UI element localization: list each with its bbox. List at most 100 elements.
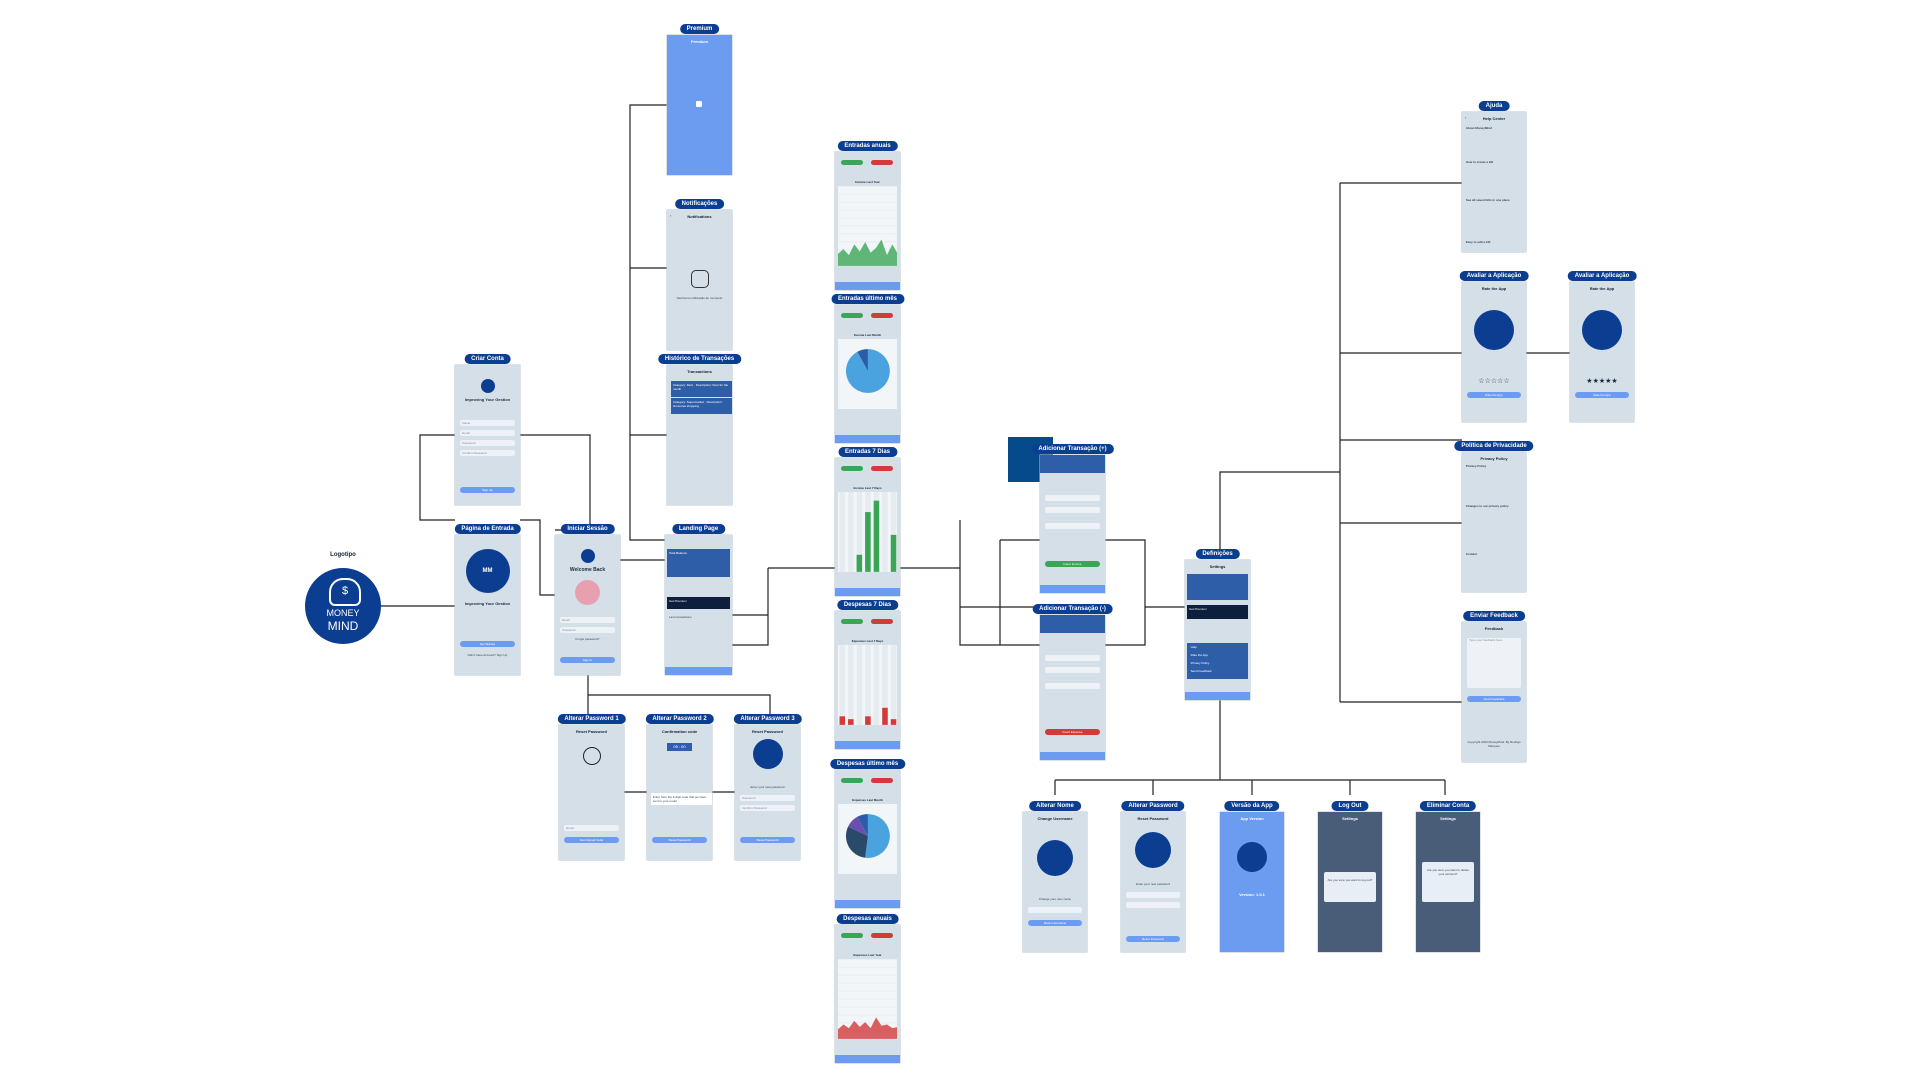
confirm-password-field[interactable]: Confirm Password (460, 450, 515, 456)
send-code-button[interactable]: Send Email Code (564, 837, 619, 843)
email-field[interactable]: Email (460, 430, 515, 436)
expense-chip[interactable] (871, 160, 893, 165)
frame-notificacoes[interactable]: Notificações ‹ Notifications Nenhuma not… (667, 199, 732, 350)
email-field[interactable]: Email (560, 617, 615, 623)
frame-eliminar[interactable]: Eliminar Conta Settings Are you sure you… (1416, 801, 1480, 952)
bottom-navbar[interactable] (835, 435, 900, 443)
delete-dialog[interactable]: Are you sure you want to delete your acc… (1422, 862, 1474, 902)
bottom-navbar[interactable] (835, 741, 900, 749)
frame-premium[interactable]: Premium Premium (667, 24, 732, 175)
reset-password-button[interactable]: Reset Password (1126, 936, 1180, 942)
reset-username-button[interactable]: Reset Username (1028, 920, 1082, 926)
income-chip[interactable] (841, 933, 863, 938)
settings-item-feedback[interactable]: Send Feedback (1190, 669, 1212, 673)
send-feedback-button[interactable]: Send Feedback (1467, 696, 1521, 702)
star-rating[interactable]: ★★★★★ (1586, 378, 1618, 385)
frame-alterar-pw3[interactable]: Alterar Password 3 Reset Password Enter … (733, 714, 802, 860)
transaction-item[interactable]: Category: Rent · Description: Rent for t… (670, 381, 732, 397)
forgot-password-link[interactable]: Forgot password? (575, 637, 600, 641)
bottom-navbar[interactable] (835, 588, 900, 596)
frame-versao[interactable]: Versão da App App Version Version: 1.0.1 (1220, 801, 1284, 952)
settings-item-privacy[interactable]: Privacy Policy (1190, 661, 1210, 665)
email-field[interactable]: Email (564, 825, 619, 831)
amount-field[interactable] (1045, 655, 1100, 661)
password-field[interactable]: Password (740, 795, 795, 801)
settings-item-help[interactable]: Help (1190, 645, 1197, 649)
insert-expense-button[interactable]: Insert Expense (1045, 729, 1100, 735)
expense-chip[interactable] (871, 619, 893, 624)
rate-app-button[interactable]: Rate the App (1467, 392, 1521, 398)
insert-income-button[interactable]: Insert Income (1045, 561, 1100, 567)
frame-ajuda[interactable]: Ajuda ‹ Help Center About MoneyMind How … (1462, 101, 1526, 252)
expense-chip[interactable] (871, 313, 893, 318)
frame-iniciar-sessao[interactable]: Iniciar Sessão Welcome Back Email Passwo… (555, 524, 620, 675)
bottom-navbar[interactable] (835, 282, 900, 290)
frame-feedback[interactable]: Enviar Feedback Feedback Type your feedb… (1462, 611, 1526, 762)
bottom-navbar[interactable] (665, 667, 732, 675)
bottom-navbar[interactable] (835, 1055, 900, 1063)
frame-privacidade[interactable]: Política de Privacidade Privacy Policy P… (1454, 441, 1534, 592)
frame-criar-conta[interactable]: Criar Conta Improving Your Gestion Name … (455, 354, 520, 505)
amount-field[interactable] (1045, 495, 1100, 501)
logout-dialog[interactable]: Are you sure you want to log out? (1324, 872, 1376, 902)
category-select[interactable] (1045, 523, 1100, 529)
frame-definicoes[interactable]: Definições Settings Get Premium Help Rat… (1185, 549, 1250, 700)
frame-entradas-7[interactable]: Entradas 7 Dias Income Last 7 Days (835, 447, 900, 596)
back-arrow-icon[interactable]: ‹ (1465, 115, 1467, 120)
reset-password-button[interactable]: Reset Password (652, 837, 707, 843)
frame-adicionar-despesa[interactable]: Adicionar Transação (-) Add Transaction … (1032, 604, 1113, 760)
frame-despesas-7[interactable]: Despesas 7 Dias Expenses Last 7 Days (835, 600, 900, 749)
rate-app-button[interactable]: Rate the App (1575, 392, 1629, 398)
frame-alterar-password[interactable]: Alterar Password Reset Password Enter yo… (1121, 801, 1185, 952)
bottom-navbar[interactable] (1185, 692, 1250, 700)
frame-alterar-nome[interactable]: Alterar Nome Change Username Change your… (1023, 801, 1087, 952)
income-chip[interactable] (841, 313, 863, 318)
premium-banner[interactable]: Get Premium (667, 597, 730, 609)
bottom-navbar[interactable] (1040, 585, 1105, 593)
transaction-item[interactable]: Category: Supermarket · Description: Gro… (670, 398, 732, 414)
frame-adicionar-receita[interactable]: Adicionar Transação (+) Add Transaction … (1031, 444, 1114, 593)
frame-pagina-entrada[interactable]: Página de Entrada MM Improving Your Gest… (454, 524, 521, 675)
get-started-button[interactable]: Get Started (460, 641, 515, 647)
confirm-password-field[interactable] (1126, 902, 1180, 908)
feedback-textarea[interactable]: Type your feedback here... (1467, 638, 1521, 688)
password-field[interactable]: Password (460, 440, 515, 446)
frame-despesas-mes[interactable]: Despesas último mês Expenses Last Month (829, 759, 906, 908)
bottom-navbar[interactable] (835, 900, 900, 908)
name-field[interactable]: Name (460, 420, 515, 426)
expense-chip[interactable] (871, 933, 893, 938)
profile-card[interactable] (1187, 574, 1248, 600)
sign-in-button[interactable]: Sign In (560, 657, 615, 663)
star-rating[interactable]: ☆☆☆☆☆ (1478, 378, 1510, 385)
frame-avaliar-2[interactable]: Avaliar a Aplicação Rate the App ★★★★★ R… (1567, 271, 1637, 422)
frame-alterar-pw2[interactable]: Alterar Password 2 Confirmation code 05 … (645, 714, 714, 860)
income-chip[interactable] (841, 160, 863, 165)
frame-despesas-anuais[interactable]: Despesas anuais Expenses Last Year (835, 914, 900, 1063)
premium-card[interactable]: Get Premium (1187, 605, 1248, 619)
income-chip[interactable] (841, 466, 863, 471)
frame-historico[interactable]: Histórico de Transações Transactions Cat… (657, 354, 742, 505)
frame-entradas-mes[interactable]: Entradas último mês Income Last Month (830, 294, 905, 443)
income-chip[interactable] (841, 619, 863, 624)
income-chip[interactable] (841, 778, 863, 783)
confirm-password-field[interactable]: Confirm Password (740, 805, 795, 811)
username-field[interactable] (1028, 907, 1082, 913)
password-field[interactable]: Password (560, 627, 615, 633)
description-field[interactable] (1045, 507, 1100, 513)
frame-avaliar-1[interactable]: Avaliar a Aplicação Rate the App ☆☆☆☆☆ R… (1459, 271, 1529, 422)
settings-item-rate[interactable]: Rate the App (1190, 653, 1209, 657)
password-field[interactable] (1126, 892, 1180, 898)
reset-password-button[interactable]: Reset Password (740, 837, 795, 843)
description-field[interactable] (1045, 667, 1100, 673)
expense-chip[interactable] (871, 466, 893, 471)
frame-entradas-anuais[interactable]: Entradas anuais Income Last Year (835, 141, 900, 290)
frame-landing[interactable]: Landing Page Total Balance Get Premium L… (665, 524, 732, 675)
sign-up-button[interactable]: Sign Up (460, 487, 515, 493)
expense-chip[interactable] (871, 778, 893, 783)
signup-link[interactable]: Didn't have Account? Sign Up (467, 653, 508, 657)
category-select[interactable] (1045, 683, 1100, 689)
bottom-navbar[interactable] (1040, 752, 1105, 760)
frame-logout[interactable]: Log Out Settings Are you sure you want t… (1318, 801, 1382, 952)
frame-alterar-pw1[interactable]: Alterar Password 1 Reset Password Email … (557, 714, 626, 860)
back-arrow-icon[interactable]: ‹ (670, 213, 672, 218)
